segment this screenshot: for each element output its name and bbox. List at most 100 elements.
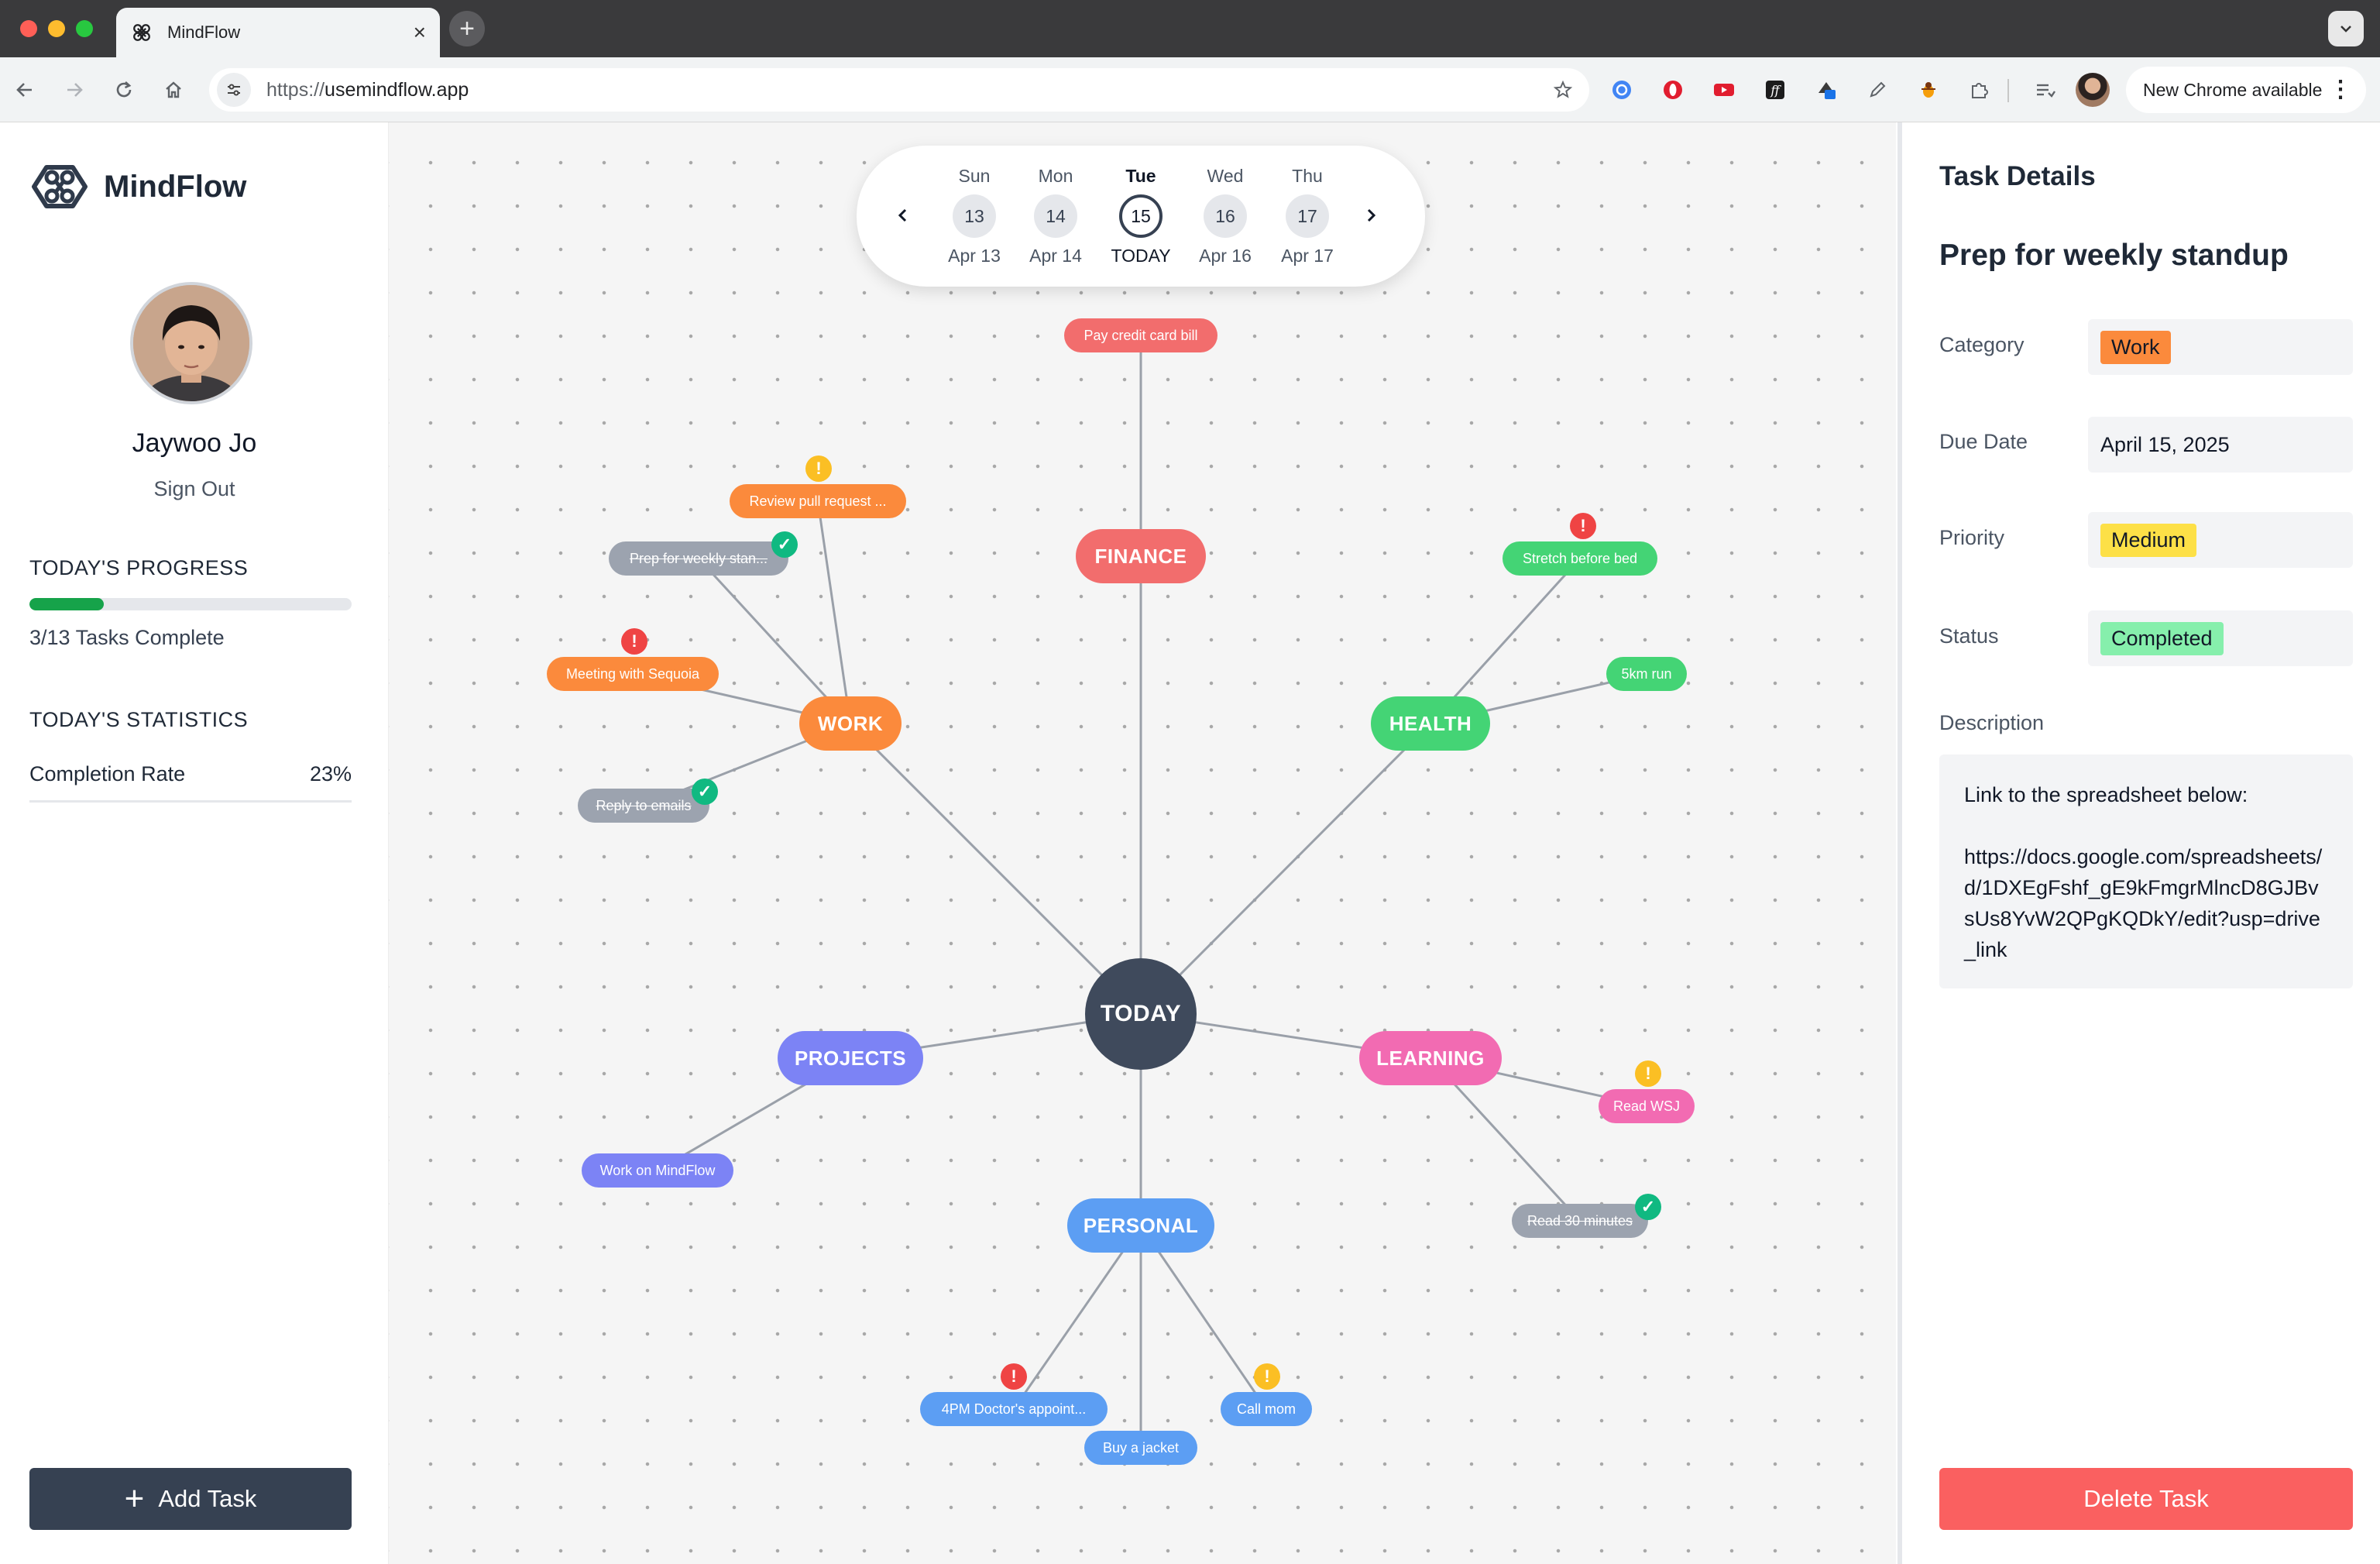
extension-wallet-icon[interactable] [1811,74,1842,105]
browser-tab[interactable]: MindFlow × [116,8,440,57]
task-reply-to-emails[interactable]: Reply to emails [578,789,709,823]
checkmark-icon: ✓ [692,779,718,805]
category-finance[interactable]: FINANCE [1076,529,1206,583]
close-window-button[interactable] [20,20,37,37]
day-number: 16 [1204,194,1247,238]
day-mon[interactable]: Mon 14 Apr 14 [1017,166,1094,266]
address-bar[interactable]: https://usemindflow.app [209,68,1589,112]
logo[interactable]: MindFlow [31,161,246,212]
app-root: MindFlow Jaywoo Jo Sign Out TODAY'S PROG… [0,122,2380,1564]
delete-task-button[interactable]: Delete Task [1939,1468,2353,1530]
profile-avatar[interactable] [2076,73,2110,107]
extension-youtube-icon[interactable] [1709,74,1739,105]
category-field[interactable]: Work [2088,319,2353,375]
new-chrome-available-button[interactable]: New Chrome available ⋮ [2126,67,2366,113]
task-5km-run[interactable]: 5km run [1606,657,1687,691]
sidebar: MindFlow Jaywoo Jo Sign Out TODAY'S PROG… [0,122,389,1564]
category-personal[interactable]: PERSONAL [1067,1198,1214,1253]
day-tue-today[interactable]: Tue 15 TODAY [1102,166,1180,266]
task-prep-for-weekly-standup[interactable]: Prep for weekly stan... [609,541,788,576]
chevron-left-icon [898,208,907,222]
mindflow-favicon-icon [130,21,153,44]
progress-bar [29,598,352,610]
priority-field[interactable]: Medium [2088,512,2353,568]
bookmark-star-icon[interactable] [1546,73,1580,107]
day-of-week: Wed [1207,166,1244,186]
minimize-window-button[interactable] [48,20,65,37]
mind-map-connectors [632,335,1647,1448]
new-tab-button[interactable]: + [449,11,485,46]
update-label: New Chrome available [2143,79,2323,100]
day-number: 13 [953,194,996,238]
day-sun[interactable]: Sun 13 Apr 13 [936,166,1013,266]
connector-doctor [1012,1225,1142,1410]
priority-high-icon: ! [1570,513,1596,539]
prev-day-button[interactable] [888,200,919,231]
checkmark-icon: ✓ [771,531,798,558]
priority-tag: Medium [2100,523,2197,557]
home-button[interactable] [156,73,191,107]
description-field[interactable]: Link to the spreadsheet below: https://d… [1939,755,2353,988]
connector-call-mom [1139,1225,1268,1410]
mindflow-logo-icon [32,165,88,208]
extension-shield-icon[interactable] [1606,74,1637,105]
checkmark-icon: ✓ [1635,1194,1661,1220]
day-thu[interactable]: Thu 17 Apr 17 [1269,166,1346,266]
svg-text:ff: ff [1770,83,1781,98]
today-center-node[interactable]: TODAY [1085,958,1197,1070]
maximize-window-button[interactable] [76,20,93,37]
completion-rate-label: Completion Rate [29,762,186,785]
description-label: Description [1939,711,2045,734]
arrow-left-icon [16,83,32,97]
more-vertical-icon[interactable]: ⋮ [2329,77,2352,102]
priority-medium-icon: ! [1254,1363,1280,1390]
next-day-button[interactable] [1355,200,1386,231]
sign-out-link[interactable]: Sign Out [153,477,235,500]
add-task-button[interactable]: + Add Task [29,1468,352,1530]
connector-work [849,722,1142,1016]
priority-high-icon: ! [1001,1363,1027,1390]
reading-list-icon[interactable] [2029,74,2060,105]
day-number: 15 [1119,194,1163,238]
task-work-on-mindflow[interactable]: Work on MindFlow [582,1153,733,1188]
day-wed[interactable]: Wed 16 Apr 16 [1187,166,1264,266]
user-name: Jaywoo Jo [132,428,257,458]
back-button[interactable] [8,73,42,107]
status-label: Status [1939,624,1999,648]
category-work[interactable]: WORK [799,696,902,751]
extension-font-icon[interactable]: ff [1760,74,1791,105]
task-read-wsj[interactable]: Read WSJ [1599,1089,1695,1123]
task-meeting-with-sequoia[interactable]: Meeting with Sequoia [547,657,719,691]
category-health[interactable]: HEALTH [1371,696,1490,751]
task-stretch-before-bed[interactable]: Stretch before bed [1503,541,1657,576]
task-doctor-appointment[interactable]: 4PM Doctor's appoint... [920,1392,1108,1426]
reload-button[interactable] [107,73,141,107]
date-selector: Sun 13 Apr 13 Mon 14 Apr 14 Tue 15 TODAY… [857,146,1425,287]
task-pay-credit-card-bill[interactable]: Pay credit card bill [1064,318,1217,352]
task-call-mom[interactable]: Call mom [1221,1392,1312,1426]
task-review-pull-request[interactable]: Review pull request ... [730,484,906,518]
category-projects[interactable]: PROJECTS [778,1031,923,1085]
category-learning[interactable]: LEARNING [1359,1031,1502,1085]
task-buy-a-jacket[interactable]: Buy a jacket [1084,1431,1197,1465]
site-settings-icon[interactable] [217,73,251,107]
extension-opera-icon[interactable] [1657,74,1688,105]
task-read-30-minutes[interactable]: Read 30 minutes [1512,1204,1648,1238]
connector-stretch [1429,557,1582,725]
connector-review-pr [816,500,852,724]
extensions-puzzle-icon[interactable] [1964,74,1995,105]
mind-map-canvas[interactable] [389,122,1896,1564]
reload-icon [116,81,132,98]
extension-pencil-icon[interactable] [1862,74,1893,105]
toolbar-divider [2007,79,2009,102]
tab-close-icon[interactable]: × [413,20,426,44]
extension-bug-icon[interactable] [1913,74,1944,105]
tab-search-button[interactable] [2328,11,2364,46]
priority-high-icon: ! [621,628,647,655]
home-icon [166,81,181,98]
category-label: Category [1939,333,2025,356]
task-title[interactable]: Prep for weekly standup [1939,239,2289,272]
due-date-field[interactable]: April 15, 2025 [2088,417,2353,473]
forward-button[interactable] [57,73,91,107]
status-field[interactable]: Completed [2088,610,2353,666]
